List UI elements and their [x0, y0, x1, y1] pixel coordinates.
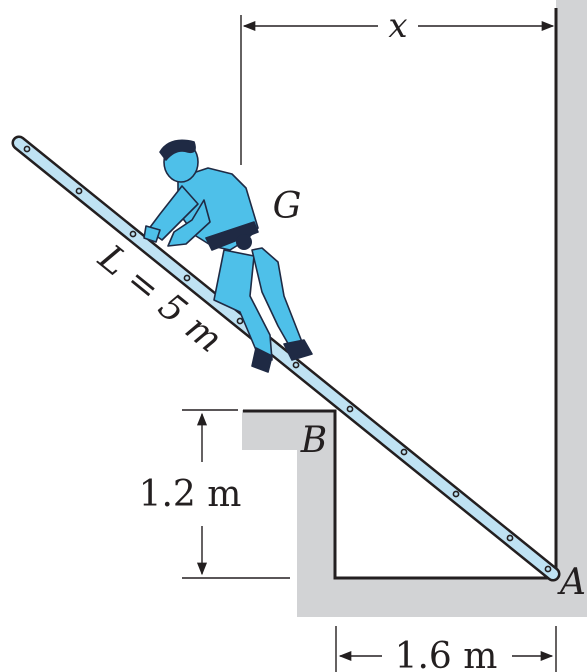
person-hair	[159, 139, 196, 161]
person-back-shoe	[251, 347, 273, 373]
dimension-height: 1.2 m	[139, 409, 290, 579]
ladder-rail-fill	[14, 138, 558, 579]
width-label: 1.6 m	[395, 636, 498, 672]
ladder	[11, 135, 561, 582]
person-forearm	[167, 199, 211, 247]
dimension-width: 1.6 m	[335, 626, 557, 672]
step-profile	[242, 0, 587, 617]
person-arm	[147, 185, 199, 241]
label-G: G	[273, 186, 302, 227]
person-belt	[205, 221, 259, 251]
wall-structure	[242, 0, 587, 617]
label-B: B	[300, 420, 327, 461]
label-A: A	[557, 562, 586, 603]
step-edge-line	[243, 8, 558, 580]
person-hand	[143, 225, 161, 243]
person-front-shoe	[283, 339, 313, 361]
person-back-leg	[213, 249, 273, 361]
x-label: x	[388, 6, 407, 46]
height-label: 1.2 m	[139, 474, 242, 515]
dimension-x: x	[240, 6, 555, 165]
person-figure	[143, 139, 313, 373]
center-of-gravity-marker	[236, 234, 252, 250]
ladder-holes	[23, 145, 552, 573]
